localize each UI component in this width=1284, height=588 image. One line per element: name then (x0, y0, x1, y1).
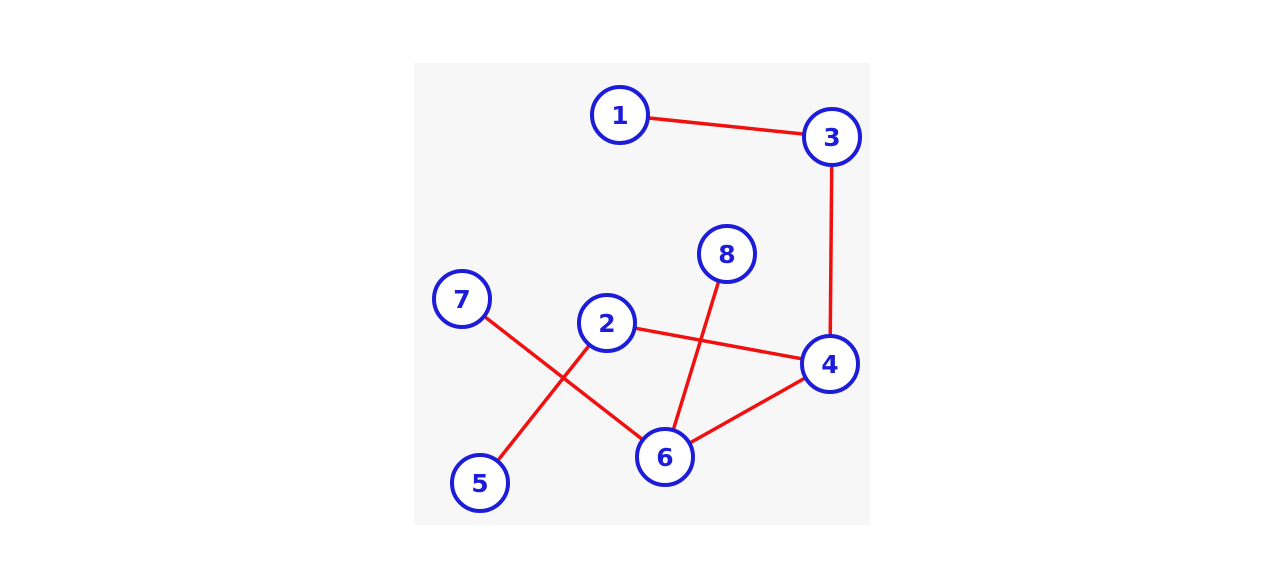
node-label-3: 3 (823, 123, 840, 152)
node-label-5: 5 (471, 469, 488, 498)
node-circle-7[interactable] (432, 269, 492, 329)
node-label-4: 4 (821, 350, 838, 379)
node-label-7: 7 (453, 285, 470, 314)
node-circle-2[interactable] (577, 293, 637, 353)
node-label-8: 8 (718, 240, 735, 269)
node-layer: 1 2 3 4 5 6 7 8 (432, 85, 862, 513)
graph-node-5[interactable]: 5 (450, 453, 510, 513)
node-circle-6[interactable] (635, 427, 695, 487)
graph-node-2[interactable]: 2 (577, 293, 637, 353)
graph-edge-4-6 (663, 362, 832, 459)
node-circle-4[interactable] (800, 334, 860, 394)
node-circle-1[interactable] (590, 85, 650, 145)
graph-node-8[interactable]: 8 (697, 224, 757, 284)
graph-node-7[interactable]: 7 (432, 269, 492, 329)
node-circle-8[interactable] (697, 224, 757, 284)
graph-edge-1-3 (618, 113, 834, 139)
graph-node-4[interactable]: 4 (800, 334, 860, 394)
graph-edge-8-6 (663, 252, 729, 459)
graph-edge-2-4 (605, 321, 832, 366)
graph-node-3[interactable]: 3 (802, 107, 862, 167)
node-label-2: 2 (598, 309, 615, 338)
graph-edge-3-4 (828, 135, 834, 366)
graph-edge-2-5 (478, 321, 609, 485)
graph-node-6[interactable]: 6 (635, 427, 695, 487)
graph-node-1[interactable]: 1 (590, 85, 650, 145)
edge-layer (460, 113, 834, 485)
node-label-1: 1 (611, 101, 628, 130)
node-circle-3[interactable] (802, 107, 862, 167)
graph-edge-7-6 (460, 297, 667, 459)
node-label-6: 6 (656, 443, 673, 472)
node-circle-5[interactable] (450, 453, 510, 513)
